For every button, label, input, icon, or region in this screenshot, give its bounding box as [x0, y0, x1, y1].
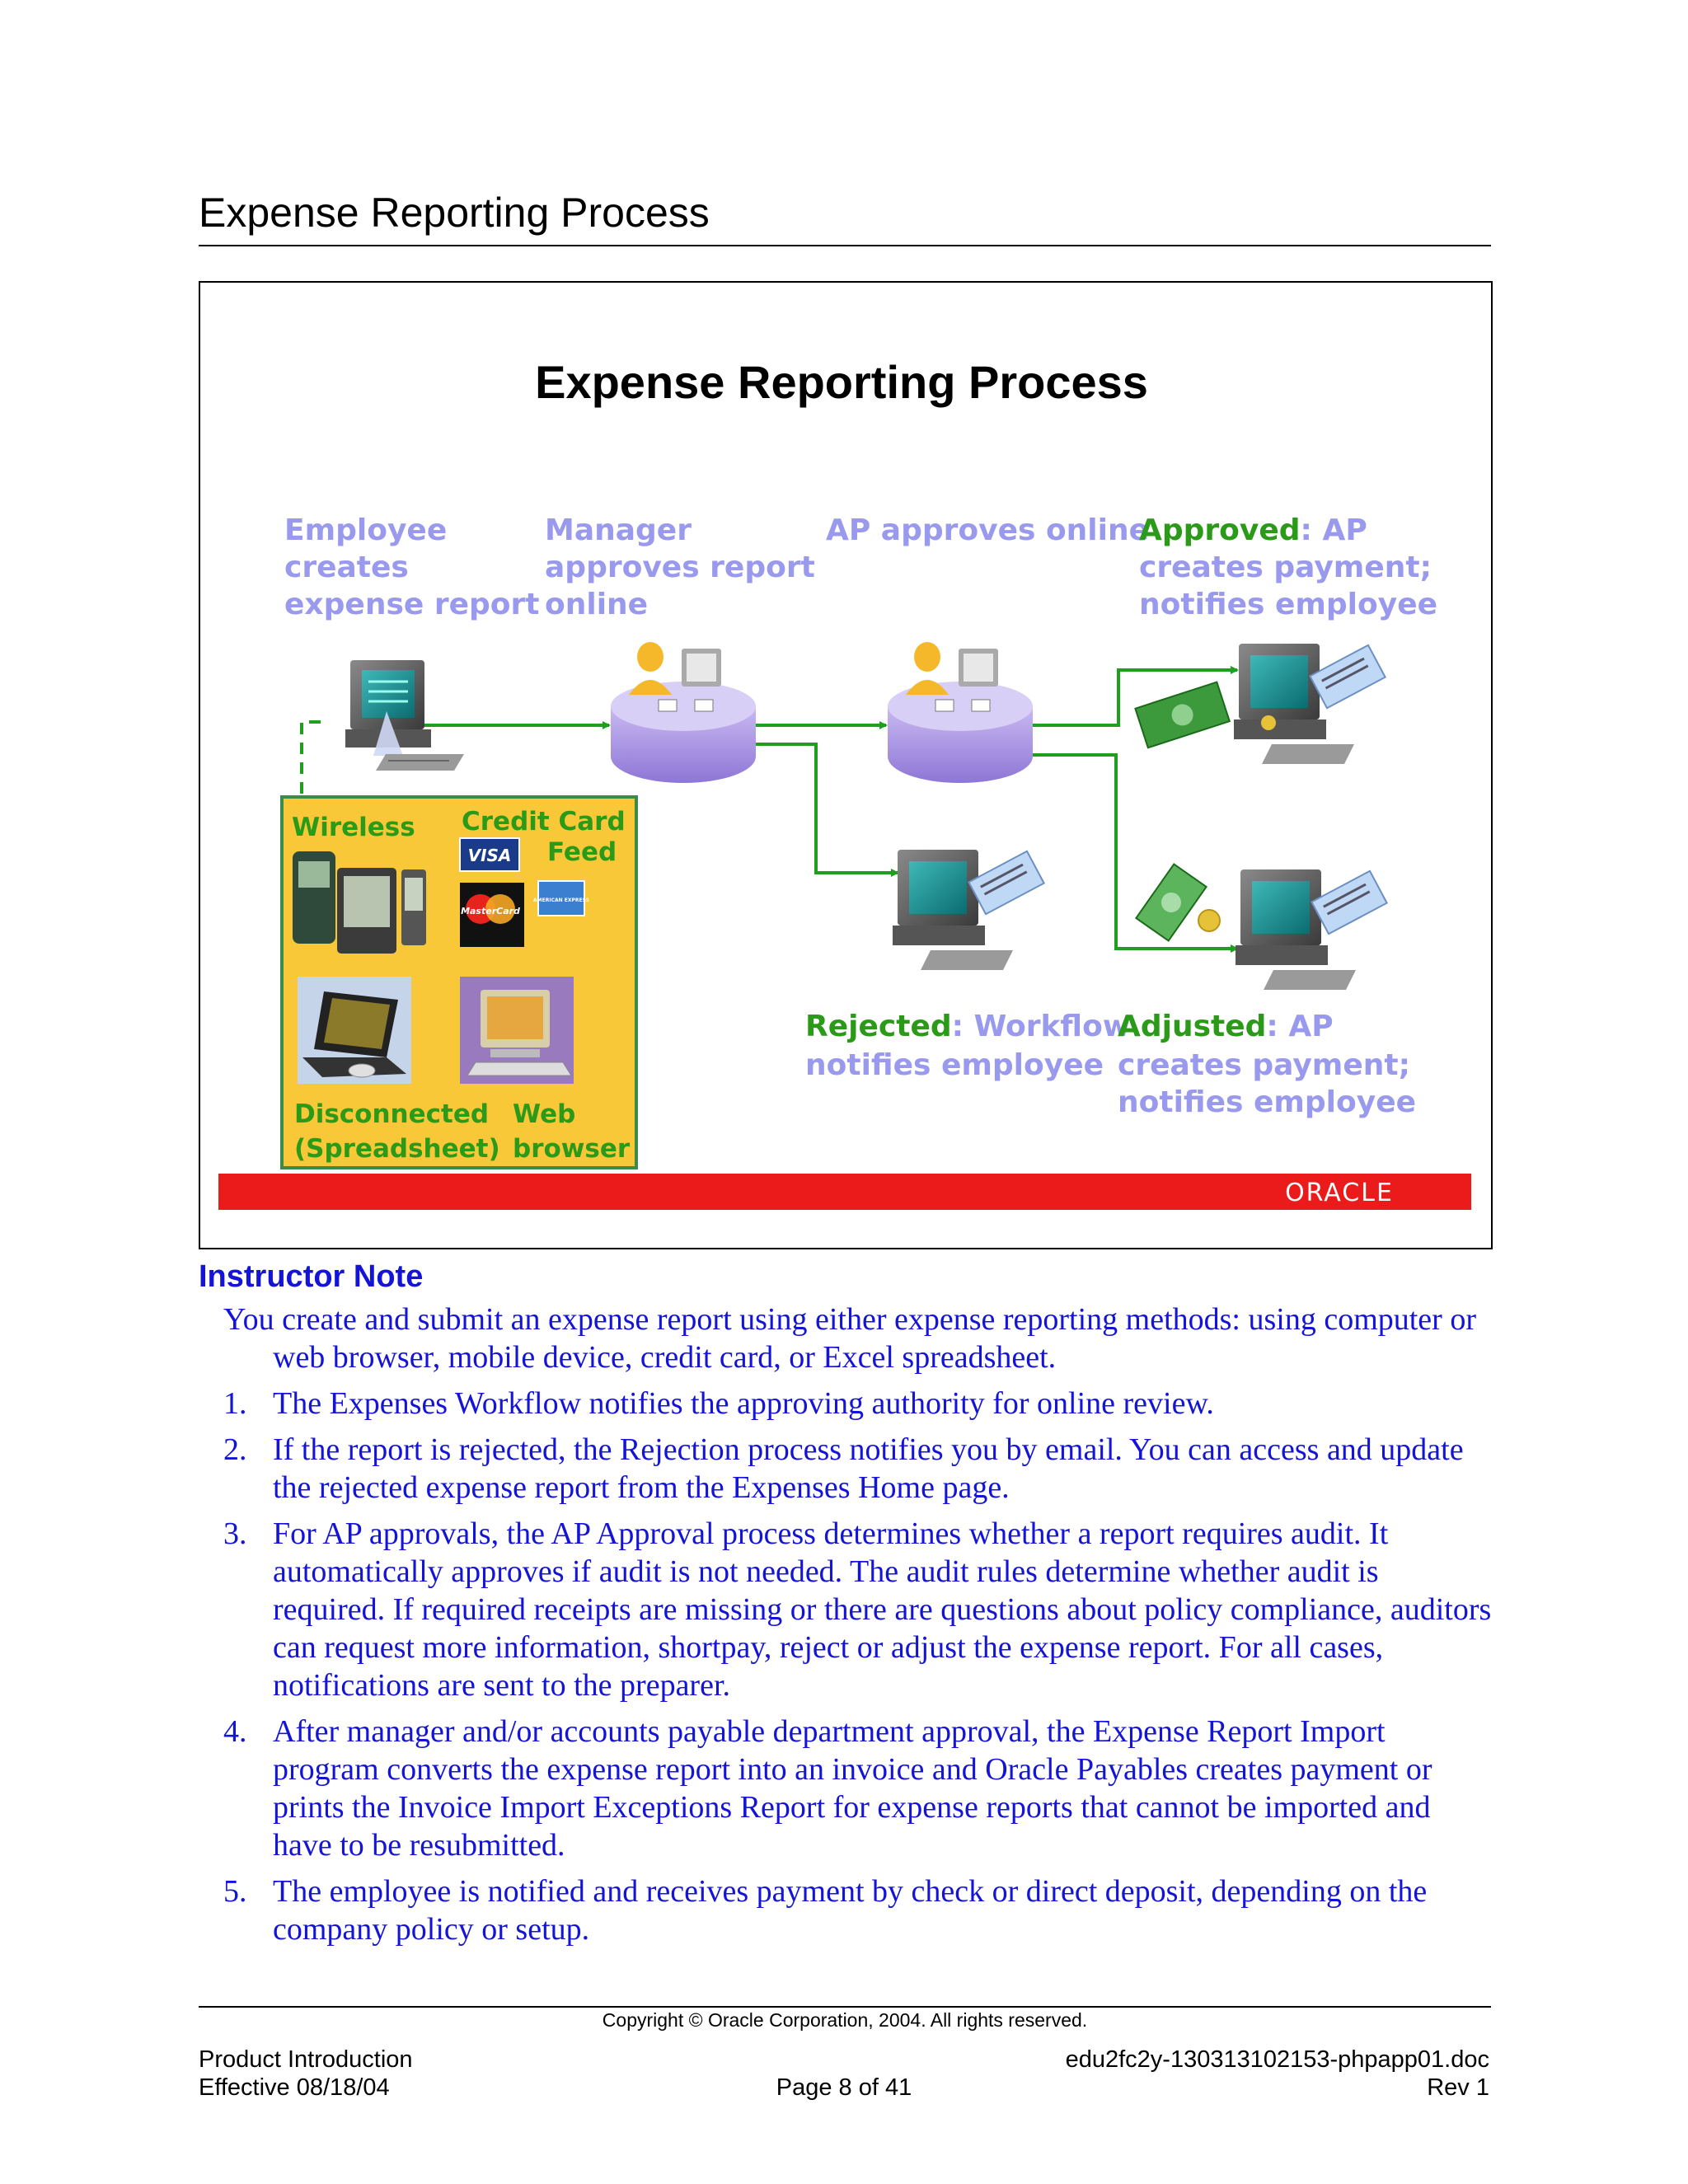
- note-step: 4. After manager and/or accounts payable …: [223, 1713, 1493, 1864]
- approved-label-line2: creates payment;: [1139, 551, 1432, 584]
- disconnected-label-line1: Disconnected: [294, 1099, 489, 1129]
- footer-revision: Rev 1: [1066, 2074, 1489, 2102]
- adjusted-payment-icon: [1136, 864, 1386, 990]
- rejected-label-line1: Rejected: Workflow: [805, 1010, 1130, 1043]
- manager-approval-icon: [611, 642, 756, 783]
- footer-filename: edu2fc2y-130313102153-phpapp01.doc: [1066, 2046, 1489, 2074]
- adjusted-status: Adjusted: [1118, 1010, 1266, 1043]
- amex-logo: AMERICAN EXPRESS: [533, 898, 589, 903]
- note-step: 3. For AP approvals, the AP Approval proc…: [223, 1515, 1493, 1704]
- footer-right: edu2fc2y-130313102153-phpapp01.doc Rev 1: [1066, 2046, 1489, 2102]
- arrow-methods-to-employee: [302, 722, 322, 794]
- rejected-label-line2: notifies employee: [805, 1048, 1104, 1082]
- slide-title: Expense Reporting Process: [535, 356, 1148, 408]
- credit-card-label-line1: Credit Card: [462, 807, 626, 837]
- approved-rest: : AP: [1301, 513, 1367, 547]
- instructor-note-body: You create and submit an expense report …: [223, 1301, 1493, 1957]
- approved-label-line1: Approved: AP: [1139, 513, 1367, 547]
- slide-figure: Expense Reporting Process Employee creat…: [199, 281, 1493, 1249]
- manager-label-line3: online: [545, 588, 648, 621]
- note-step: 2. If the report is rejected, the Rejecti…: [223, 1431, 1493, 1507]
- copyright-notice: Copyright © Oracle Corporation, 2004. Al…: [199, 2009, 1491, 2032]
- manager-label-line1: Manager: [545, 513, 692, 547]
- web-label-line1: Web: [513, 1099, 575, 1129]
- arrow-manager-to-rejected: [754, 744, 898, 873]
- ap-approval-icon: [888, 642, 1033, 783]
- note-step-text: The employee is notified and receives pa…: [273, 1874, 1427, 1947]
- oracle-banner: [218, 1174, 1471, 1210]
- web-browser-icon: [460, 977, 574, 1084]
- approved-payment-icon: [1135, 644, 1385, 764]
- title-divider: [199, 245, 1491, 246]
- note-step-text: For AP approvals, the AP Approval proces…: [273, 1516, 1491, 1703]
- web-label-line2: browser: [513, 1134, 631, 1164]
- instructor-note-heading: Instructor Note: [199, 1259, 423, 1295]
- note-step-text: After manager and/or accounts payable de…: [273, 1714, 1432, 1863]
- note-step-text: If the report is rejected, the Rejection…: [273, 1432, 1464, 1505]
- footer-divider: [199, 2006, 1491, 2008]
- rejected-notification-icon: [893, 850, 1044, 970]
- rejected-rest: : Workflow: [952, 1010, 1130, 1043]
- approved-label-line3: notifies employee: [1139, 588, 1437, 621]
- note-step: 1. The Expenses Workflow notifies the app…: [223, 1385, 1493, 1422]
- note-step: 5. The employee is notified and receives …: [223, 1872, 1493, 1948]
- oracle-logo: ORACLE: [1285, 1179, 1394, 1207]
- employee-computer-icon: [345, 660, 464, 771]
- ap-label: AP approves online: [826, 513, 1149, 547]
- employee-label-line1: Employee: [284, 513, 447, 547]
- process-diagram: Expense Reporting Process Employee creat…: [200, 283, 1491, 1248]
- page-title: Expense Reporting Process: [199, 188, 1491, 237]
- rejected-status: Rejected: [805, 1010, 952, 1043]
- note-step-number: 1.: [223, 1385, 247, 1422]
- note-steps-list: 1. The Expenses Workflow notifies the app…: [223, 1385, 1493, 1948]
- footer-product: Product Introduction: [199, 2046, 413, 2074]
- note-step-number: 3.: [223, 1515, 247, 1553]
- adjusted-label-line1: Adjusted: AP: [1118, 1010, 1334, 1043]
- note-intro: You create and submit an expense report …: [223, 1301, 1493, 1376]
- employee-label-line3: expense report: [284, 588, 539, 621]
- disconnected-label-line2: (Spreadsheet): [294, 1134, 500, 1164]
- mastercard-logo: MasterCard: [461, 906, 520, 916]
- employee-label-line2: creates: [284, 551, 409, 584]
- manager-label-line2: approves report: [545, 551, 815, 584]
- note-step-text: The Expenses Workflow notifies the appro…: [273, 1386, 1214, 1421]
- note-step-number: 2.: [223, 1431, 247, 1469]
- note-step-number: 5.: [223, 1872, 247, 1910]
- laptop-icon: [298, 977, 411, 1084]
- adjusted-label-line3: notifies employee: [1118, 1085, 1416, 1119]
- approved-status: Approved: [1139, 513, 1301, 547]
- credit-card-label-line2: Feed: [547, 837, 617, 867]
- wireless-label: Wireless: [292, 813, 415, 842]
- note-step-number: 4.: [223, 1713, 247, 1750]
- visa-logo: VISA: [468, 846, 512, 865]
- adjusted-label-line2: creates payment;: [1118, 1048, 1410, 1082]
- adjusted-rest: : AP: [1266, 1010, 1333, 1043]
